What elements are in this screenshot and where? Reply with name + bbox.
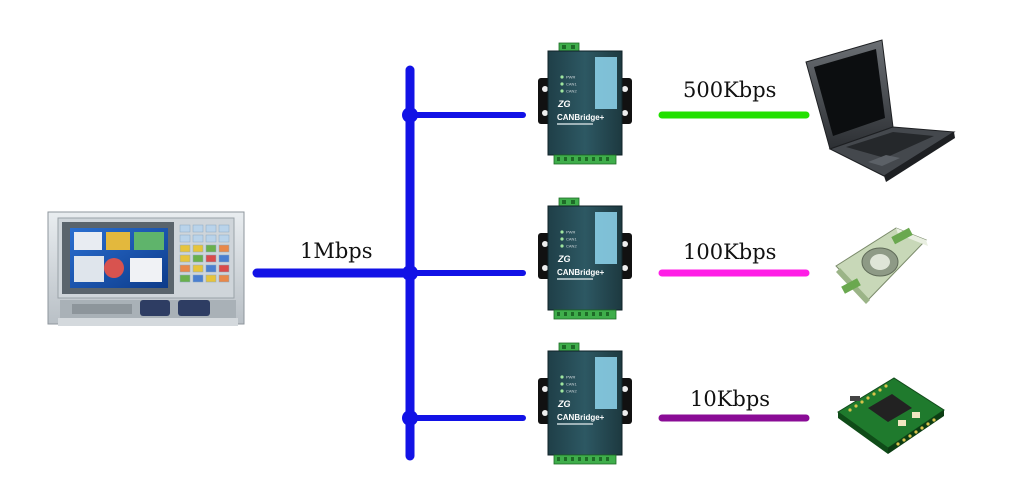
link-speed-label-2: 100Kbps	[683, 240, 776, 264]
can-bridge-device-3	[537, 342, 633, 465]
bus-speed-label: 1Mbps	[300, 239, 373, 263]
link-speed-label-1: 500Kbps	[683, 78, 776, 102]
can-bridge-device-1	[537, 42, 633, 165]
embedded-board	[837, 377, 945, 454]
can-bridge-device-2	[537, 197, 633, 320]
can-bus	[252, 65, 526, 461]
can-interface-module	[835, 227, 928, 304]
industrial-pc	[47, 211, 245, 326]
link-speed-label-3: 10Kbps	[690, 387, 770, 411]
laptop	[805, 39, 956, 182]
